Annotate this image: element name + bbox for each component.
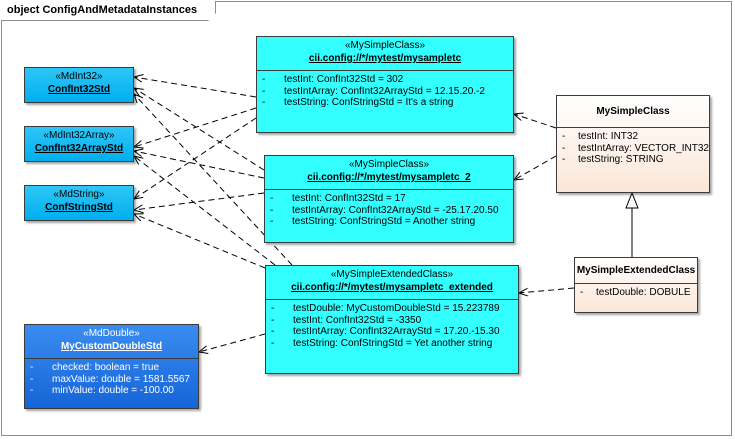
mddouble-box[interactable]: «MdDouble» MyCustomDoubleStd -checked: b…: [24, 324, 199, 409]
mdint32-box[interactable]: «MdInt32» ConfInt32Std: [24, 67, 134, 103]
attr-row: -testDouble: MyCustomDoubleStd = 15.2237…: [271, 303, 500, 314]
attr-row: -testString: ConfStringStd = It's a stri…: [262, 97, 454, 108]
mdstring-box[interactable]: «MdString» ConfStringStd: [24, 185, 134, 221]
instance-stereotype: «MySimpleClass»: [348, 159, 430, 170]
instance-mysampletc-extended-box[interactable]: «MySimpleExtendedClass» cii.config://*/m…: [265, 265, 519, 374]
attr-row: -checked: boolean = true: [30, 362, 160, 373]
mdint32array-name: ConfInt32ArrayStd: [34, 143, 124, 154]
frame-title: object ConfigAndMetadataInstances: [1, 1, 216, 21]
mdstring-name: ConfStringStd: [45, 202, 113, 213]
attr-row: -testIntArray: ConfInt32ArrayStd = -25.1…: [270, 204, 499, 216]
mdstring-stereotype: «MdString»: [53, 189, 105, 200]
mdint32-stereotype: «MdInt32»: [55, 71, 103, 82]
attr-row: -testInt: ConfInt32Std = 17: [270, 193, 406, 204]
class-mysimpleclass-box[interactable]: MySimpleClass -testInt: INT32 -testIntAr…: [556, 95, 710, 193]
mddouble-stereotype: «MdDouble»: [83, 328, 140, 339]
class-mysimpleextendedclass-box[interactable]: MySimpleExtendedClass -testDouble: DOBUL…: [574, 257, 698, 313]
attr-row: -testInt: ConfInt32Std = 302: [262, 74, 404, 85]
instance-name: cii.config://*/mytest/mysampletc_2: [307, 172, 471, 183]
attr-row: -testString: ConfStringStd = Another str…: [270, 216, 476, 227]
attr-row: -testIntArray: VECTOR_INT32: [562, 142, 709, 154]
class-name: MySimpleClass: [596, 106, 670, 117]
attr-row: -testInt: ConfInt32Std = -3350: [271, 314, 422, 326]
attr-row: -testIntArray: ConfInt32ArrayStd = 12.15…: [262, 85, 485, 97]
mdint32array-stereotype: «MdInt32Array»: [43, 130, 115, 141]
mdint32array-box[interactable]: «MdInt32Array» ConfInt32ArrayStd: [24, 126, 134, 162]
attr-row: -maxValue: double = 1581.5567: [30, 373, 190, 385]
attr-row: -testIntArray: ConfInt32ArrayStd = 17.20…: [271, 326, 500, 337]
mddouble-name: MyCustomDoubleStd: [60, 341, 163, 352]
attr-row: -testString: ConfStringStd = Yet another…: [271, 337, 493, 349]
instance-name: cii.config://*/mytest/mysampletc_extende…: [291, 282, 493, 293]
mdint32-name: ConfInt32Std: [47, 84, 111, 95]
instance-stereotype: «MySimpleClass»: [344, 40, 426, 51]
attr-row: -testDouble: DOBULE: [580, 287, 691, 298]
instance-mysampletc-box[interactable]: «MySimpleClass» cii.config://*/mytest/my…: [256, 36, 514, 133]
attr-row: -testString: STRING: [562, 154, 664, 165]
instance-stereotype: «MySimpleExtendedClass»: [330, 269, 454, 280]
attr-row: -testInt: INT32: [562, 131, 639, 142]
instance-name: cii.config://*/mytest/mysampletc: [308, 53, 462, 64]
attr-row: -minValue: double = -100.00: [30, 385, 174, 396]
class-name: MySimpleExtendedClass: [576, 265, 696, 276]
instance-mysampletc-2-box[interactable]: «MySimpleClass» cii.config://*/mytest/my…: [264, 155, 514, 243]
